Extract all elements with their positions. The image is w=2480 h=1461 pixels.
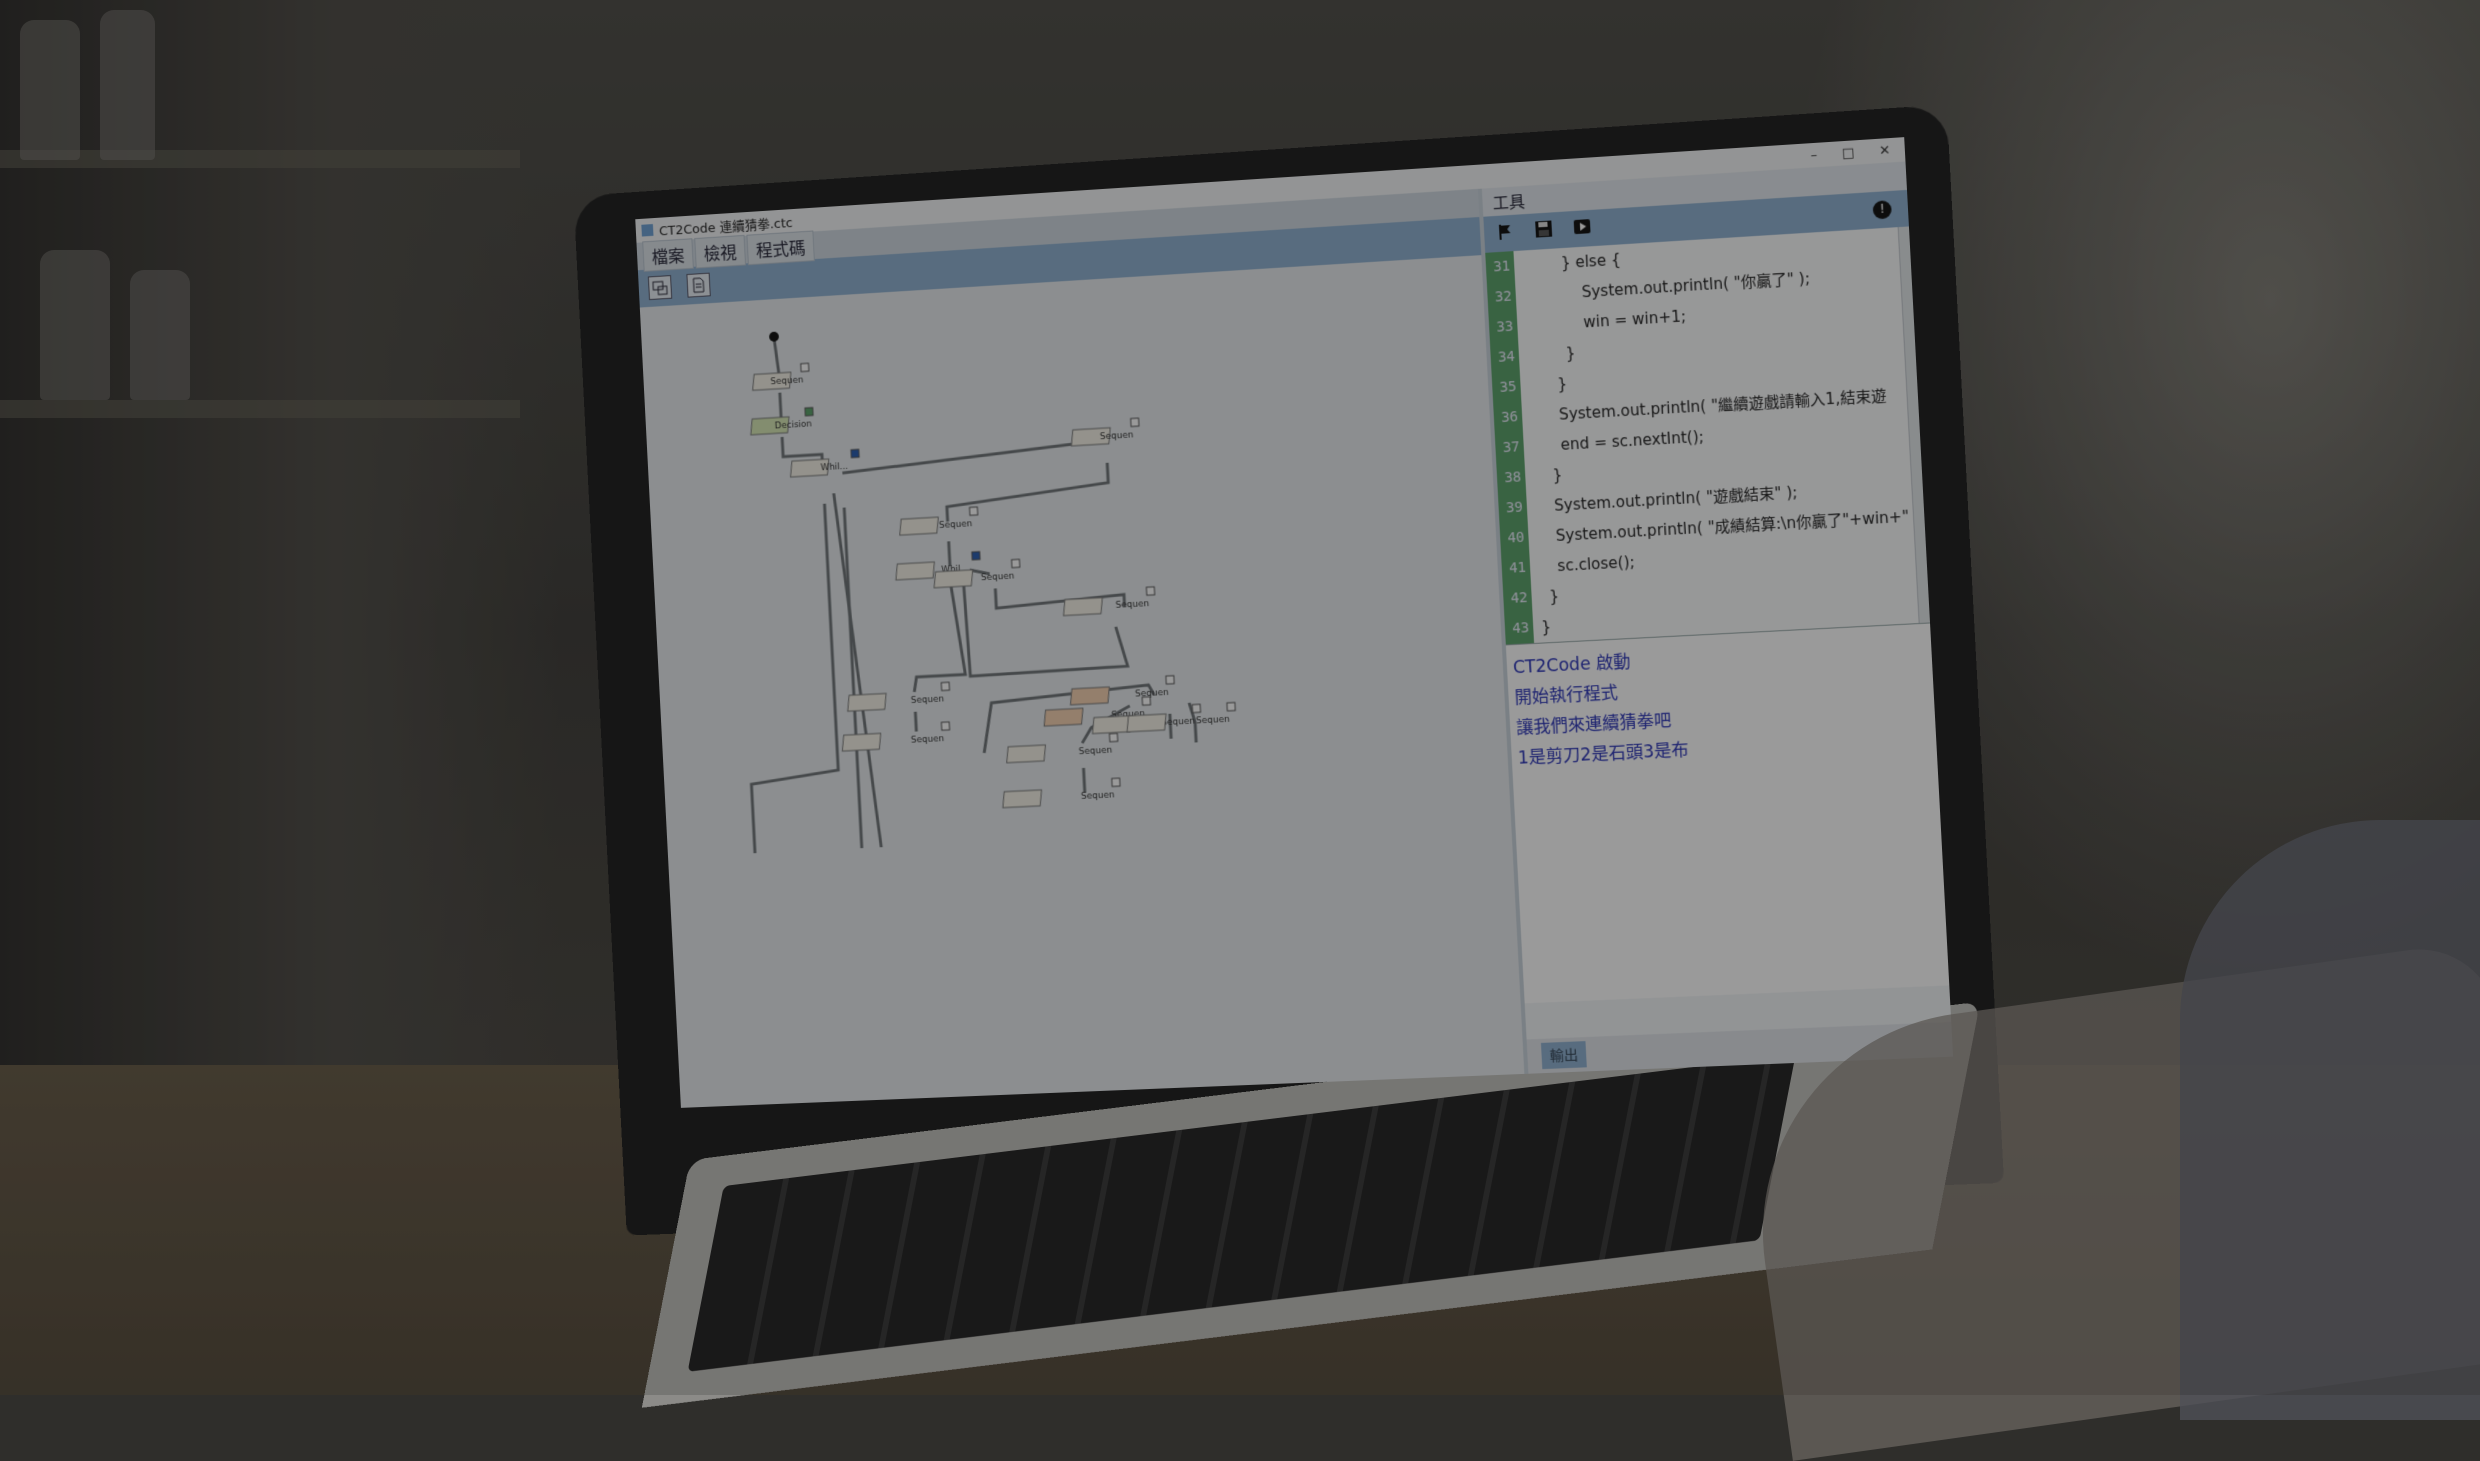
flow-node [1093,716,1132,734]
flow-edge [841,428,1107,473]
close-button[interactable]: ✕ [1879,143,1891,159]
flow-node-badge [805,408,813,416]
output-tab[interactable]: 輸出 [1541,1041,1587,1069]
flow-node-label: Sequen [1196,715,1230,727]
flow-node [934,570,973,588]
maximize-button[interactable]: □ [1841,145,1854,161]
line-number: 40 [1499,522,1529,554]
menu-view[interactable]: 檢視 [694,234,746,268]
flow-node-label: Sequen [911,734,945,746]
flow-edge [949,541,950,566]
line-number: 43 [1504,613,1534,645]
line-number: 39 [1498,492,1528,524]
flowchart-diagram: SequenDecisionWhil...SequenSequenWhil...… [640,255,1525,1108]
flow-edge [737,504,842,853]
flow-edge [915,712,916,732]
flow-node [1003,790,1042,808]
flow-edge [1084,768,1085,793]
line-number: 35 [1492,372,1522,404]
flow-node-badge [1112,778,1120,786]
flow-edge [774,339,779,374]
line-number: 42 [1503,583,1533,615]
flow-node-label: Sequen [1135,688,1169,700]
document-icon[interactable] [686,273,710,298]
line-number: 38 [1496,462,1526,494]
app-icon [641,224,653,237]
flow-node-label: Sequen [1081,790,1115,802]
flow-node [848,693,886,711]
flow-node-badge [972,552,980,560]
background-bottle [100,10,155,160]
flow-node [896,562,934,580]
flow-node-label: Sequen [1078,746,1112,758]
line-number: 33 [1488,311,1518,343]
line-number: 32 [1487,281,1517,313]
line-number: 36 [1493,402,1523,434]
flow-node [900,517,938,535]
flow-node-label: Sequen [1100,430,1134,442]
new-flow-icon[interactable] [648,275,672,300]
flow-node-badge [1192,704,1200,712]
flag-icon[interactable] [1496,222,1515,245]
flow-node [842,733,880,751]
menu-file[interactable]: 檔案 [642,238,694,272]
user-sleeve [2180,820,2480,1420]
background-bottle [130,270,190,400]
flow-edge [780,393,781,418]
flow-edge [964,577,1128,677]
flow-node [1127,714,1166,732]
flow-node-badge [1012,559,1020,567]
menu-code[interactable]: 程式碼 [746,230,814,265]
flow-node-label: Sequen [770,375,803,387]
flow-node-badge [1227,703,1235,711]
line-number: 37 [1495,432,1525,464]
code-text[interactable]: } else { System.out.println( "你贏了" ); wi… [1513,227,1918,643]
flow-node-label: Sequen [1115,599,1149,611]
flow-edge [995,582,1124,614]
flow-node-badge [941,722,949,730]
flow-node [1070,687,1109,705]
line-number: 31 [1485,251,1515,283]
flow-node-badge [1131,418,1139,426]
flow-node [1044,708,1083,726]
flow-node-badge [1142,697,1150,705]
flow-node-badge [1109,733,1117,741]
run-icon[interactable] [1573,217,1592,240]
line-number: 41 [1501,553,1531,585]
minimize-button[interactable]: – [1810,147,1817,163]
flow-node-label: Sequen [939,519,973,531]
flow-node [1064,598,1103,616]
flow-node-badge [801,363,809,371]
flow-node-label: Sequen [981,571,1015,583]
flow-start-node [769,331,779,341]
flow-node-label: Sequen [1161,716,1195,728]
line-number: 34 [1490,341,1520,373]
flow-node [1007,745,1046,763]
info-icon[interactable]: ! [1872,200,1891,219]
flow-node-badge [851,449,859,457]
flow-node-label: Decision [775,419,813,431]
shelf-board [0,400,520,418]
flow-node-label: Whil... [820,462,848,474]
flow-node-badge [941,682,949,690]
background-bottle [20,20,80,160]
flow-node-badge [969,507,977,515]
background-bottle [40,250,110,400]
flow-node-badge [1146,587,1154,595]
save-icon[interactable] [1534,219,1553,242]
flow-edge [909,585,966,692]
flow-edge [834,492,882,849]
flow-node-badge [1166,676,1174,684]
flow-node-label: Sequen [911,694,945,706]
